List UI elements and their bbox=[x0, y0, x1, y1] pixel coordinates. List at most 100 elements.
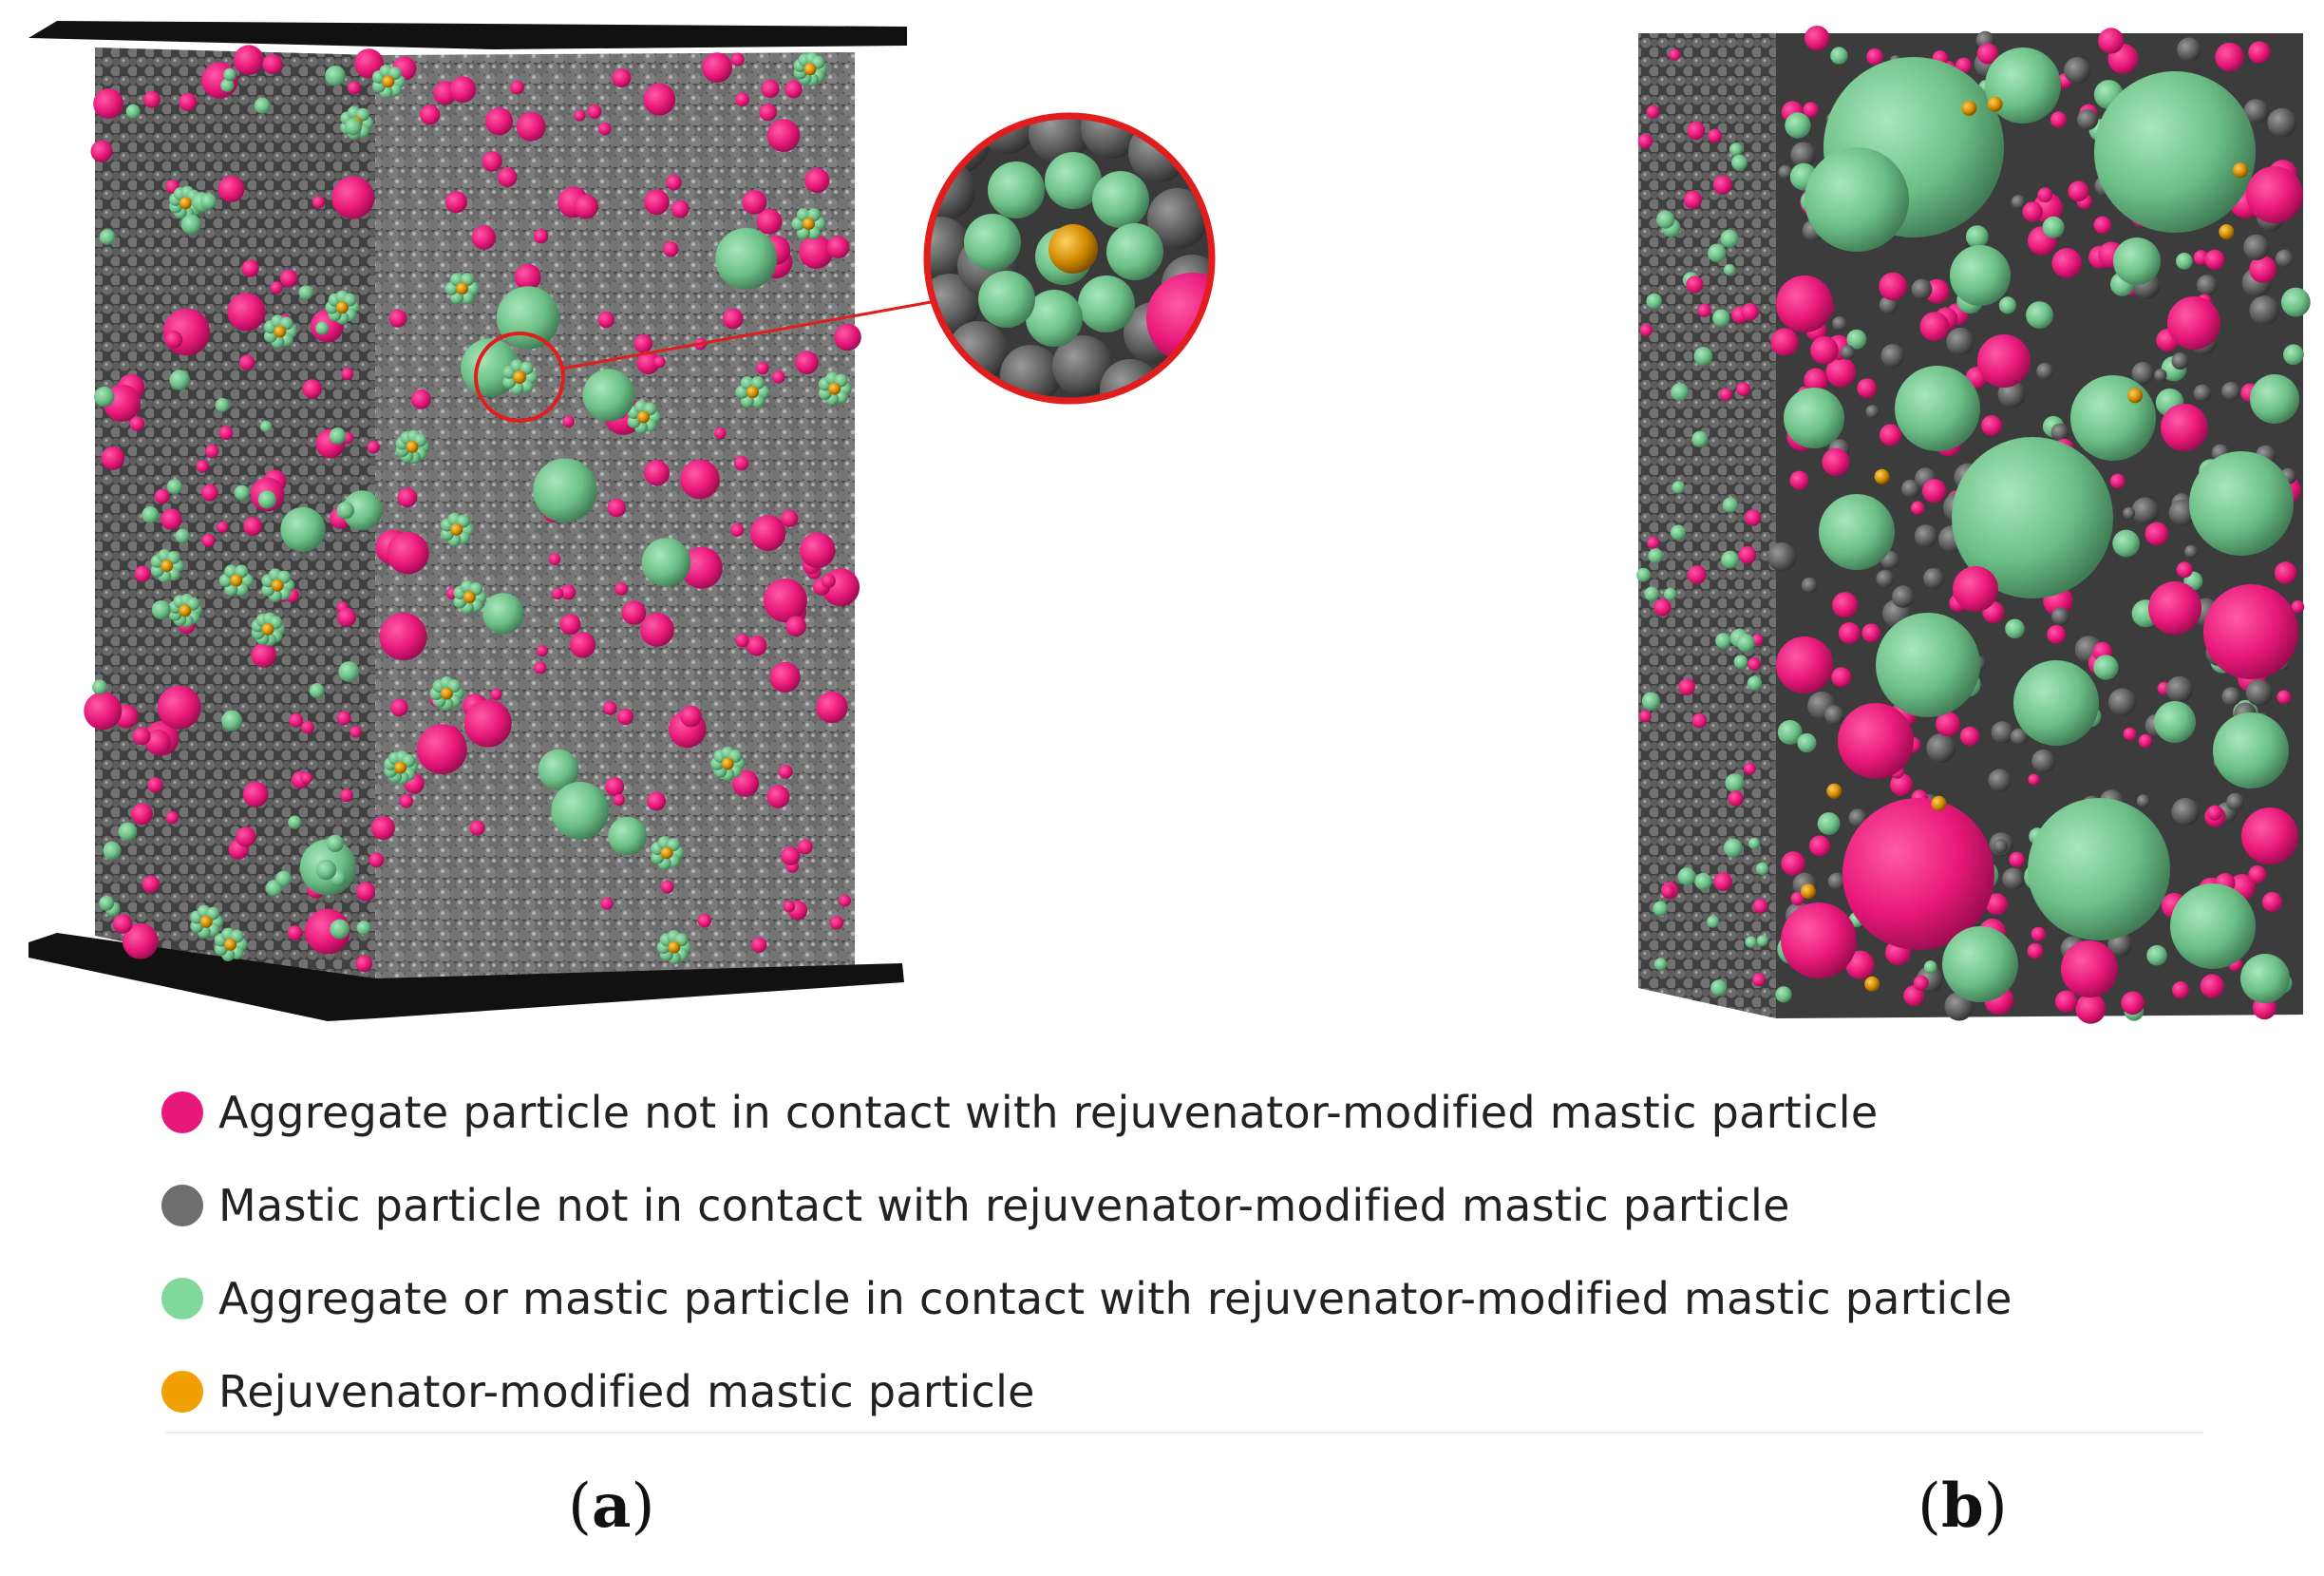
rejuvenator-particle bbox=[382, 75, 395, 88]
filler-particle bbox=[1832, 592, 1859, 618]
contact-particle bbox=[1646, 293, 1662, 310]
contact-particle bbox=[220, 78, 235, 92]
filler-particle bbox=[2245, 679, 2273, 707]
aggregate-particle bbox=[804, 167, 830, 193]
aggregate-particle bbox=[834, 323, 861, 351]
aggregate-particle bbox=[1146, 273, 1212, 364]
aggregate-particle bbox=[533, 229, 549, 244]
rejuvenator-particle bbox=[274, 325, 287, 338]
aggregate-particle bbox=[490, 688, 502, 701]
aggregate-particle bbox=[289, 712, 304, 728]
rejuvenator-particle bbox=[746, 386, 759, 399]
contact-particle bbox=[214, 942, 228, 957]
specimen-a bbox=[28, 21, 1216, 1021]
filler-particle bbox=[2249, 256, 2277, 283]
contact-aggregate-particle bbox=[2189, 451, 2294, 556]
rejuvenator-particle bbox=[2233, 162, 2248, 179]
filler-particle bbox=[2109, 473, 2126, 489]
filler-particle bbox=[1923, 567, 1944, 589]
contact-particle bbox=[221, 710, 243, 731]
aggregate-particle bbox=[612, 68, 632, 87]
contact-particle bbox=[1729, 142, 1743, 157]
legend-label: Aggregate particle not in contact with r… bbox=[218, 1087, 1879, 1138]
aggregate-particle bbox=[761, 79, 780, 98]
aggregate-particle bbox=[482, 151, 502, 172]
legend-swatch-rejuvenator bbox=[161, 1371, 203, 1413]
aggregate-particle bbox=[607, 498, 627, 518]
aggregate-particle bbox=[399, 794, 414, 808]
filler-particle bbox=[1919, 312, 1950, 342]
contact-particle bbox=[99, 229, 116, 245]
contact-aggregate-particle bbox=[551, 782, 610, 840]
rejuvenator-particle bbox=[179, 197, 192, 210]
rejuvenator-particle bbox=[261, 622, 274, 636]
aggregate-particle bbox=[1678, 678, 1695, 695]
contact-particle bbox=[440, 527, 454, 541]
contact-particle bbox=[166, 479, 182, 495]
filler-particle bbox=[2176, 561, 2193, 579]
contact-particle bbox=[1656, 210, 1675, 229]
contact-aggregate-particle bbox=[1952, 437, 2113, 598]
aggregate-particle bbox=[613, 794, 626, 807]
aggregate-particle bbox=[605, 777, 625, 797]
aggregate-particle bbox=[179, 92, 198, 111]
aggregate-particle bbox=[2203, 584, 2298, 679]
filler-particle bbox=[1865, 405, 1880, 419]
contact-particle bbox=[1078, 275, 1135, 332]
aggregate-particle bbox=[516, 111, 546, 142]
aggregate-particle bbox=[643, 83, 676, 116]
aggregate-particle bbox=[534, 661, 547, 674]
contact-particle bbox=[1723, 264, 1736, 276]
aggregate-particle bbox=[388, 309, 407, 328]
aggregate-particle bbox=[1748, 657, 1761, 671]
contact-particle bbox=[125, 104, 141, 119]
aggregate-particle bbox=[1691, 712, 1708, 729]
rejuvenator-particle bbox=[2219, 224, 2235, 239]
legend-label: Rejuvenator-modified mastic particle bbox=[218, 1366, 1035, 1417]
contact-particle bbox=[344, 118, 362, 136]
aggregate-particle bbox=[1741, 303, 1759, 321]
aggregate-particle bbox=[484, 107, 514, 136]
contact-particle bbox=[1045, 152, 1102, 209]
contact-aggregate-particle bbox=[342, 490, 383, 531]
aggregate-particle bbox=[1745, 509, 1762, 526]
filler-particle bbox=[1822, 447, 1850, 477]
aggregate-particle bbox=[1776, 636, 1833, 693]
rejuvenator-particle bbox=[335, 301, 349, 314]
aggregate-particle bbox=[1638, 710, 1652, 723]
aggregate-particle bbox=[241, 259, 259, 277]
contact-particle bbox=[92, 679, 107, 695]
panel-label-b: (b) bbox=[1918, 1471, 2008, 1542]
filler-particle bbox=[2226, 792, 2244, 811]
filler-particle bbox=[1998, 296, 2016, 314]
filler-particle bbox=[1976, 43, 1998, 65]
filler-particle bbox=[2027, 942, 2044, 959]
aggregate-particle bbox=[196, 460, 209, 473]
aggregate-particle bbox=[781, 845, 801, 865]
aggregate-particle bbox=[410, 389, 431, 409]
aggregate-particle bbox=[445, 191, 467, 214]
contact-particle bbox=[275, 870, 292, 887]
rejuvenator-particle bbox=[1049, 224, 1098, 274]
filler-particle bbox=[1790, 142, 1816, 168]
rejuvenator-particle bbox=[224, 938, 237, 951]
contact-particle bbox=[1725, 773, 1745, 793]
filler-particle bbox=[2022, 201, 2043, 222]
legend-divider bbox=[166, 1432, 2203, 1434]
aggregate-particle bbox=[759, 104, 777, 122]
zoom-inset-ring bbox=[923, 112, 1216, 405]
filler-particle bbox=[2042, 216, 2065, 238]
aggregate-particle bbox=[1647, 536, 1660, 549]
aggregate-particle bbox=[746, 636, 767, 656]
aggregate-particle bbox=[1686, 275, 1704, 294]
aggregate-particle bbox=[312, 196, 325, 209]
legend-item-contact: Aggregate or mastic particle in contact … bbox=[161, 1252, 2203, 1345]
filler-particle bbox=[1959, 726, 1980, 747]
aggregate-particle bbox=[671, 199, 690, 218]
aggregate-particle bbox=[702, 52, 732, 84]
aggregate-particle bbox=[161, 508, 182, 530]
filler-particle bbox=[1827, 872, 1846, 891]
aggregate-particle bbox=[536, 645, 548, 657]
contact-particle bbox=[978, 271, 1035, 328]
aggregate-particle bbox=[569, 632, 596, 658]
